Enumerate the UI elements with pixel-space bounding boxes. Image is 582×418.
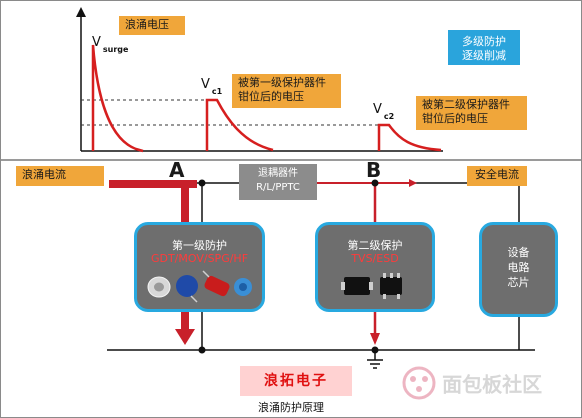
diagram-caption: 浪涌防护原理 — [258, 401, 324, 414]
voltage-waveform-plot — [76, 7, 443, 153]
residual-current-arrow — [409, 179, 417, 187]
device-box-label: 设备 电路 芯片 — [507, 246, 530, 289]
mov-icon — [176, 275, 198, 303]
vc1-pulse-curve — [205, 98, 274, 152]
stage1-protection-module: 第一级防护 GDT/MOV/SPG/HF — [134, 222, 265, 312]
stage1-shunt-arrow — [175, 329, 195, 345]
stage1-devices: GDT/MOV/SPG/HF — [150, 252, 249, 265]
vc1-caption-tag: 被第一级保护器件 钳位后的电压 — [232, 74, 341, 108]
brand-stamp: 浪拓电子 — [240, 366, 352, 396]
junction-b-top — [371, 179, 379, 187]
esd-chip-icon — [380, 273, 402, 299]
stage2-protection-module: 第二级保护 TVS/ESD — [315, 222, 435, 312]
watermark-text: 面包板社区 — [442, 372, 543, 397]
tvs-chip-icon — [341, 277, 373, 295]
safe-current-tag: 安全电流 — [467, 166, 527, 186]
multistage-badge: 多级防护 逐级削减 — [448, 30, 520, 65]
hf-icon — [234, 278, 252, 296]
surge-voltage-tag: 浪涌电压 — [119, 16, 185, 35]
spg-icon — [202, 270, 230, 297]
vc2-pulse-curve — [377, 123, 442, 152]
stage2-devices: TVS/ESD — [351, 252, 399, 265]
vc2-caption-tag: 被第二级保护器件 钳位后的电压 — [416, 96, 527, 130]
watermark: 面包板社区 — [401, 365, 542, 401]
watermark-logo-icon — [402, 366, 436, 400]
junction-a-bottom — [198, 346, 206, 354]
surge-current-path — [109, 180, 197, 188]
stage2-shunt-arrow — [370, 333, 380, 345]
stage2-device-icons — [341, 273, 402, 299]
surge-current-tag: 浪涌电流 — [16, 166, 104, 186]
node-a-label: A — [169, 158, 185, 182]
gdt-icon — [147, 276, 171, 298]
surge-pulse-curve — [91, 44, 144, 153]
stage2-title: 第二级保护 — [347, 239, 403, 252]
section-divider — [1, 159, 581, 161]
stage1-device-icons — [147, 270, 252, 303]
y-axis-arrow — [76, 7, 86, 17]
node-b-label: B — [366, 158, 382, 182]
junction-a-top — [198, 179, 206, 187]
decoupler-box: 退耦器件 R/L/PPTC — [239, 164, 317, 200]
stage1-title: 第一级防护 — [172, 239, 227, 252]
device-circuit-chip-box: 设备 电路 芯片 — [479, 222, 558, 317]
